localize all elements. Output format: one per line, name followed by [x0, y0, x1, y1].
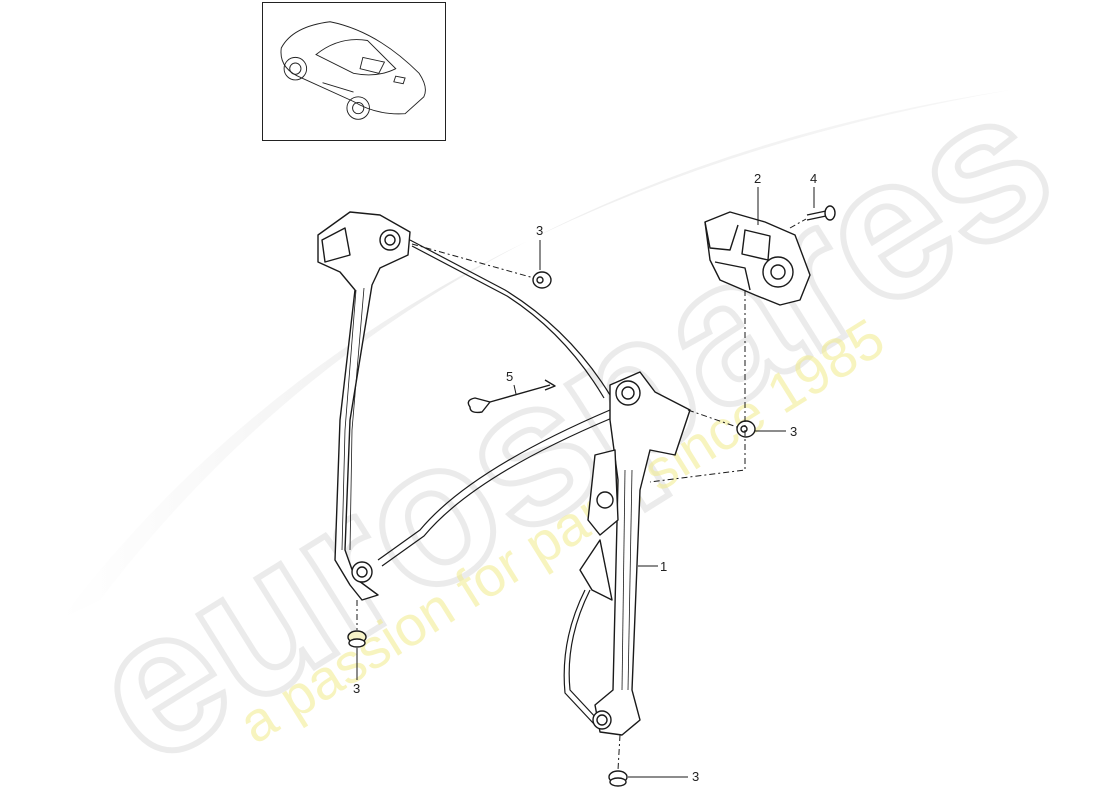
callout-3: 3 — [790, 424, 798, 439]
callout-5: 5 — [506, 369, 514, 384]
callout-1: 1 — [660, 559, 668, 574]
callout-3: 3 — [536, 223, 544, 238]
left-guide-rail — [317, 211, 411, 601]
callout-3: 3 — [692, 769, 700, 784]
right-guide-rail — [579, 371, 691, 736]
screw — [806, 205, 836, 221]
vehicle-thumbnail — [262, 2, 446, 141]
bottom-cable — [568, 589, 599, 721]
assembly-dash-lines — [356, 218, 807, 771]
callout-4: 4 — [810, 171, 818, 186]
leader-lines — [356, 187, 815, 778]
cable-tie — [467, 379, 556, 414]
car-icon — [280, 21, 426, 120]
lower-cable — [377, 409, 611, 561]
callout-3: 3 — [353, 681, 361, 696]
window-motor — [704, 211, 811, 306]
upper-cable — [409, 239, 611, 396]
grommet — [347, 271, 756, 787]
callout-2: 2 — [754, 171, 762, 186]
